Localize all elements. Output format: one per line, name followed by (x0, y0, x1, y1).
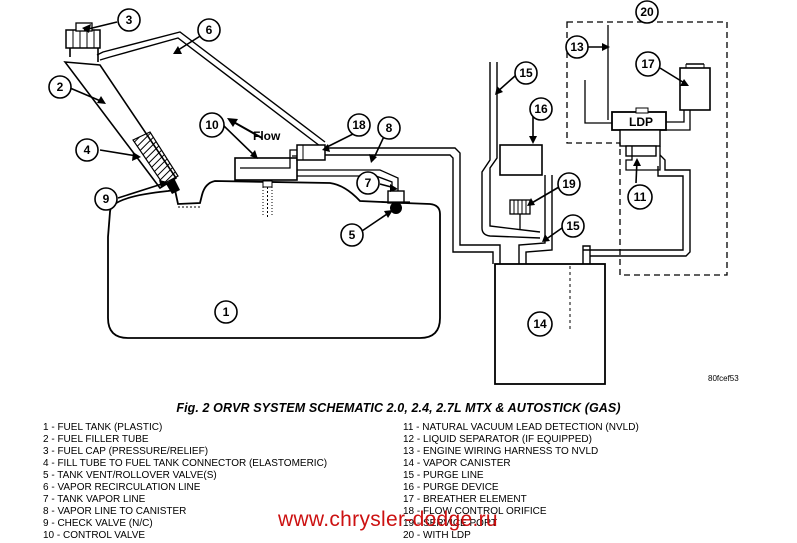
legend-item: 8 - VAPOR LINE TO CANISTER (43, 506, 187, 517)
svg-text:19: 19 (562, 177, 576, 191)
svg-text:7: 7 (365, 176, 372, 190)
callout-15-top: 15 (514, 61, 538, 85)
callout-18: 18 (347, 113, 371, 137)
fill-tube-connector (132, 131, 179, 185)
legend-item: 18 - FLOW CONTROL ORIFICE (403, 506, 547, 517)
callout-9: 9 (94, 187, 118, 211)
breather-element (679, 67, 711, 111)
tank-fitting (262, 180, 273, 218)
callout-11: 11 (627, 184, 653, 210)
svg-text:18: 18 (352, 118, 366, 132)
svg-text:10: 10 (205, 118, 219, 132)
legend-item: 17 - BREATHER ELEMENT (403, 494, 527, 505)
vapor-recirculation-line (96, 31, 326, 143)
legend-item: 4 - FILL TUBE TO FUEL TANK CONNECTOR (EL… (43, 458, 328, 469)
service-port (509, 199, 531, 230)
legend-item: 1 - FUEL TANK (PLASTIC) (43, 422, 163, 433)
svg-text:20: 20 (640, 5, 654, 19)
callout-2: 2 (48, 75, 72, 99)
legend-item: 12 - LIQUID SEPARATOR (IF EQUIPPED) (403, 434, 592, 445)
svg-text:11: 11 (634, 190, 647, 204)
callout-5: 5 (340, 223, 364, 247)
legend-item: 5 - TANK VENT/ROLLOVER VALVE(S) (43, 470, 217, 481)
callout-13: 13 (565, 35, 589, 59)
ldp-module (611, 107, 667, 157)
callout-19: 19 (557, 172, 581, 196)
legend-item: 16 - PURGE DEVICE (403, 482, 499, 493)
purge-device (499, 144, 543, 176)
svg-text:5: 5 (349, 228, 356, 242)
svg-text:8: 8 (386, 121, 393, 135)
legend-item: 2 - FUEL FILLER TUBE (43, 434, 149, 445)
legend-right-column: 11 - NATURAL VACUUM LEAD DETECTION (NVLD… (403, 422, 639, 542)
callout-7: 7 (356, 171, 380, 195)
flow-control-orifice (296, 144, 326, 161)
callout-14: 14 (527, 311, 553, 337)
svg-text:15: 15 (519, 66, 533, 80)
ldp-label: LDP (629, 115, 653, 129)
svg-text:1: 1 (223, 305, 230, 319)
nvld-component (625, 146, 661, 171)
svg-text:14: 14 (533, 317, 547, 331)
orvr-schematic-diagram: Flow (48, 0, 739, 385)
svg-text:3: 3 (126, 13, 133, 27)
image-code: 80fcef53 (708, 374, 739, 383)
fuel-filler-tube (63, 61, 178, 190)
rollover-valve (387, 190, 410, 214)
svg-text:17: 17 (641, 57, 655, 71)
legend-item: 15 - PURGE LINE (403, 470, 484, 481)
callout-6: 6 (197, 18, 221, 42)
purge-line (481, 62, 541, 239)
legend-item: 14 - VAPOR CANISTER (403, 458, 511, 469)
legend-item: 10 - CONTROL VALVE (43, 530, 146, 541)
legend-item: 11 - NATURAL VACUUM LEAD DETECTION (NVLD… (403, 422, 639, 433)
legend-left-column: 1 - FUEL TANK (PLASTIC) 2 - FUEL FILLER … (43, 422, 327, 542)
legend-item: 13 - ENGINE WIRING HARNESS TO NVLD (403, 446, 599, 457)
legend-item: 3 - FUEL CAP (PRESSURE/RELIEF) (43, 446, 209, 457)
callout-4: 4 (75, 138, 99, 162)
fuel-tank (107, 180, 441, 339)
vapor-line-to-canister (240, 149, 297, 169)
callout-17: 17 (635, 51, 661, 77)
svg-text:13: 13 (570, 40, 584, 54)
svg-text:15: 15 (566, 219, 580, 233)
svg-text:4: 4 (84, 143, 91, 157)
callout-16: 16 (529, 97, 553, 121)
legend-item: 9 - CHECK VALVE (N/C) (43, 518, 153, 529)
legend-item: 19 - SERVICE PORT (403, 518, 498, 529)
svg-text:2: 2 (57, 80, 64, 94)
callout-20: 20 (635, 0, 659, 24)
svg-text:16: 16 (534, 102, 548, 116)
tank-vapor-line (297, 169, 399, 192)
callout-15-bottom: 15 (561, 214, 585, 238)
legend-item: 6 - VAPOR RECIRCULATION LINE (43, 482, 201, 493)
callout-10: 10 (199, 112, 225, 138)
legend-item: 7 - TANK VAPOR LINE (43, 494, 146, 505)
svg-text:6: 6 (206, 23, 213, 37)
control-valve (234, 157, 298, 181)
ldp-enclosure (566, 21, 728, 276)
callout-1: 1 (214, 300, 238, 324)
watermark-link[interactable]: www.chrysler-dodge.ru (278, 508, 498, 531)
legend-item: 20 - WITH LDP (403, 530, 471, 541)
fuel-cap (65, 22, 101, 49)
svg-text:9: 9 (103, 192, 110, 206)
check-valve (166, 178, 180, 194)
callout-3: 3 (117, 8, 141, 32)
callout-8: 8 (377, 116, 401, 140)
flow-label: Flow (253, 129, 281, 143)
figure-caption: Fig. 2 ORVR SYSTEM SCHEMATIC 2.0, 2.4, 2… (176, 401, 621, 415)
